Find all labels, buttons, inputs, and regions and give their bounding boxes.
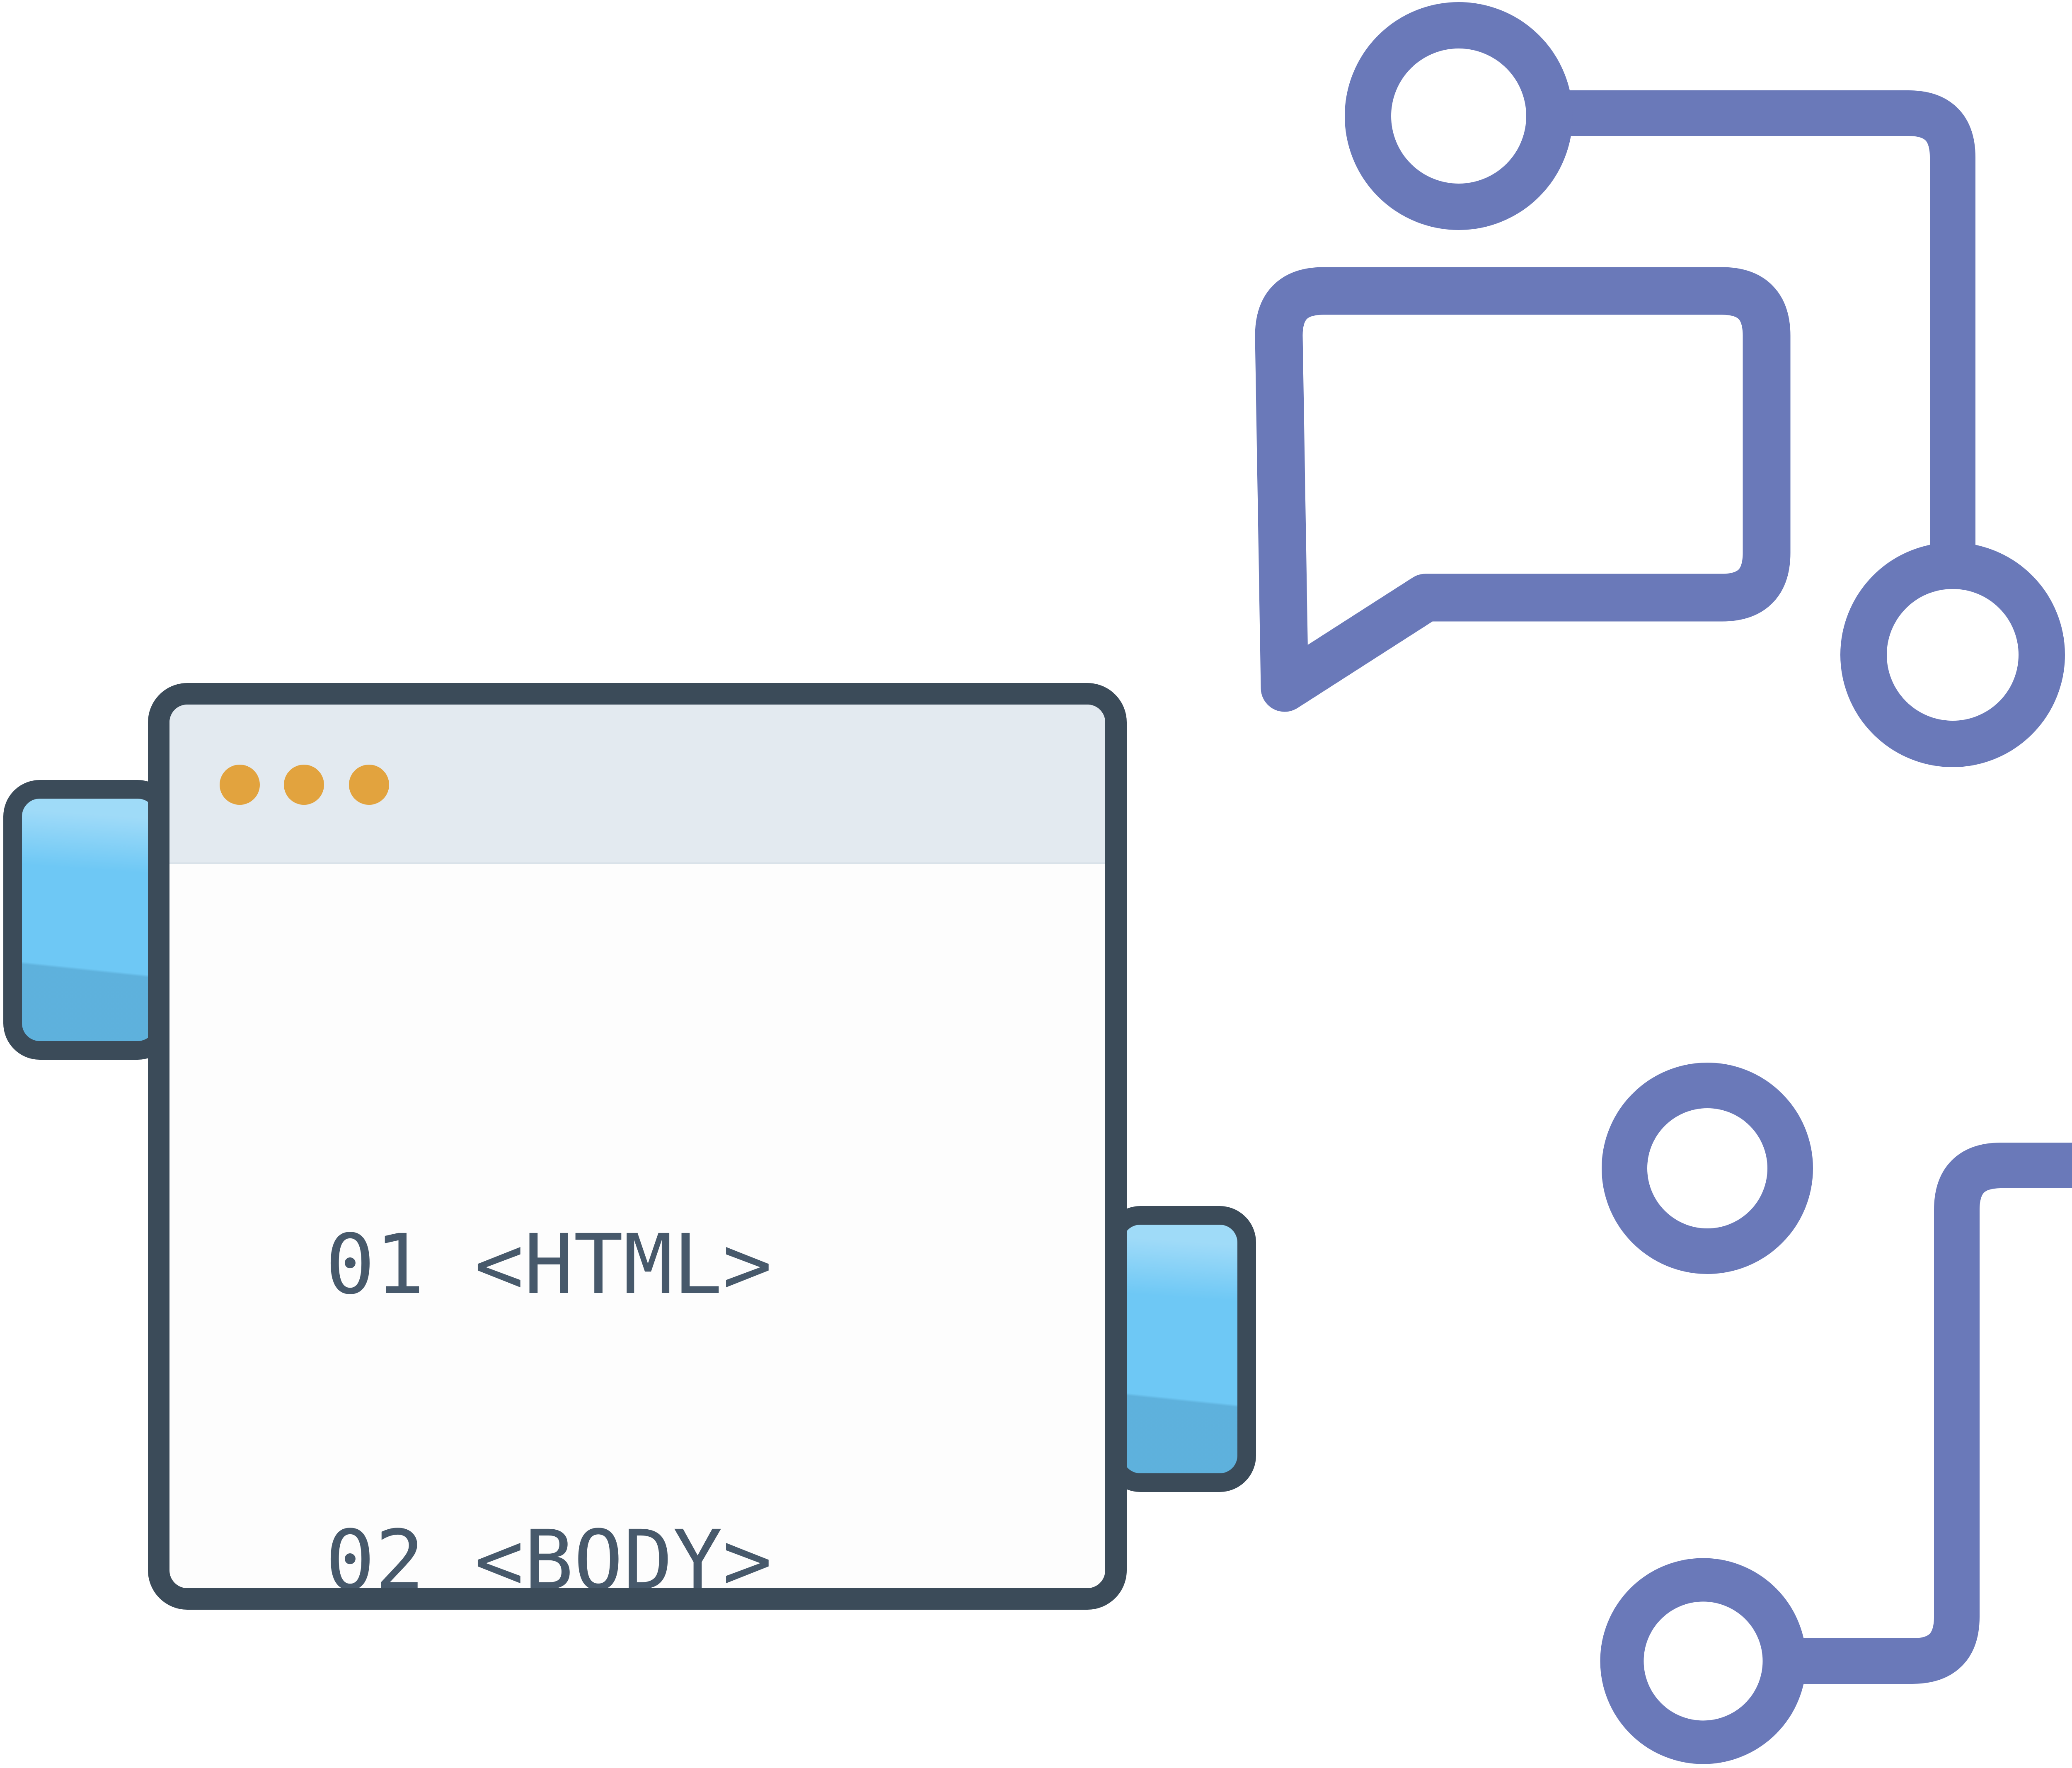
chat-branch-illustration	[1255, 2, 2065, 767]
window-control-dot-icon	[349, 765, 389, 805]
code-line: 01 <HTML>	[325, 1216, 772, 1313]
speech-bubble-icon	[1255, 267, 1791, 712]
commit-network-illustration	[1600, 1063, 2072, 1764]
branch-node-top-icon	[1345, 2, 1573, 230]
commit-node-top-left-icon	[1602, 1063, 1813, 1274]
network-connector-line	[1782, 1143, 2072, 1684]
browser-window: 01 <HTML> 02 <BODY> 03 <HEADER> 04 </HEA…	[148, 683, 1127, 1610]
window-titlebar	[169, 705, 1105, 864]
window-side-tab-right	[1104, 1206, 1256, 1492]
window-control-dot-icon	[284, 765, 324, 805]
window-control-dot-icon	[220, 765, 260, 805]
branch-node-bottom-icon	[1840, 543, 2065, 767]
commit-node-bottom-left-icon	[1600, 1558, 1806, 1764]
code-line: 02 <BODY>	[325, 1512, 772, 1608]
branch-connector-line	[1537, 90, 1975, 572]
code-editor-area: 01 <HTML> 02 <BODY> 03 <HEADER> 04 </HEA…	[325, 1018, 921, 1608]
